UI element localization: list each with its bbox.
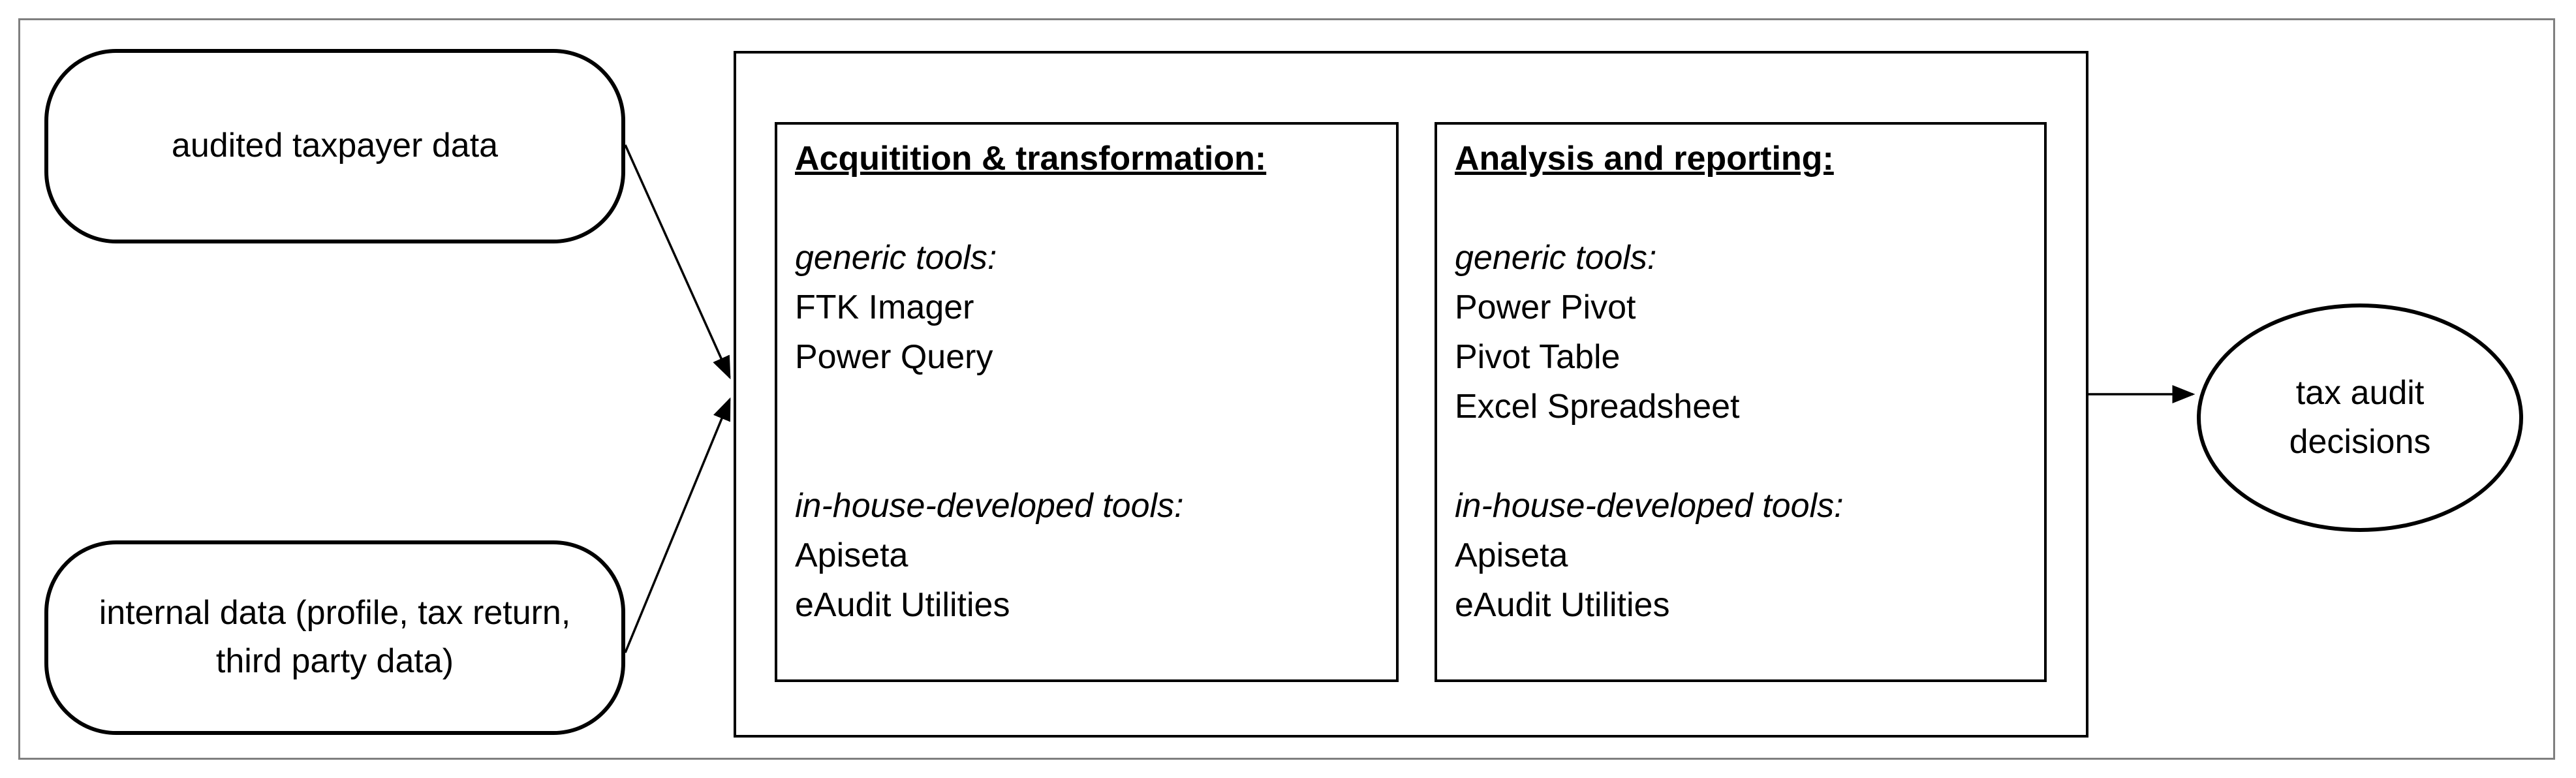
panel-acquisition-generic-label: generic tools: bbox=[795, 239, 997, 277]
panel-acquisition-text: Acquitition & transformation: generic to… bbox=[795, 134, 1266, 630]
panel-analysis-inhouse-label: in-house-developed tools: bbox=[1455, 487, 1844, 525]
input-audited-taxpayer-data-label: audited taxpayer data bbox=[171, 127, 499, 165]
tool-ftk-imager: FTK Imager bbox=[795, 288, 974, 326]
panel-acquisition-inhouse-label: in-house-developed tools: bbox=[795, 487, 1184, 525]
diagram-frame bbox=[18, 18, 2555, 760]
tool-pivot-table: Pivot Table bbox=[1455, 338, 1621, 376]
tool-eaudit-utilities: eAudit Utilities bbox=[795, 586, 1010, 624]
output-tax-audit-decisions-label: tax audit decisions bbox=[2289, 373, 2431, 461]
input-internal-data: internal data (profile, tax return, thir… bbox=[44, 540, 625, 735]
input-audited-taxpayer-data: audited taxpayer data bbox=[44, 49, 625, 243]
panel-analysis-text: Analysis and reporting: generic tools: P… bbox=[1455, 134, 1844, 630]
tool-excel-spreadsheet: Excel Spreadsheet bbox=[1455, 388, 1740, 426]
output-tax-audit-decisions: tax audit decisions bbox=[2197, 303, 2523, 532]
panel-acquisition bbox=[775, 122, 1399, 682]
panel-analysis bbox=[1435, 122, 2047, 682]
tool-apiseta: Apiseta bbox=[1455, 537, 1568, 574]
panel-analysis-heading: Analysis and reporting: bbox=[1455, 140, 1834, 178]
tool-power-pivot: Power Pivot bbox=[1455, 288, 1636, 326]
tool-eaudit-utilities: eAudit Utilities bbox=[1455, 586, 1670, 624]
panel-analysis-generic-label: generic tools: bbox=[1455, 239, 1657, 277]
arrow-internal-to-process bbox=[624, 397, 731, 653]
input-internal-data-label: internal data (profile, tax return, thir… bbox=[99, 594, 571, 680]
arrow-audited-to-process bbox=[624, 144, 731, 380]
tool-apiseta: Apiseta bbox=[795, 537, 908, 574]
panel-acquisition-heading: Acquitition & transformation: bbox=[795, 140, 1267, 178]
tool-power-query: Power Query bbox=[795, 338, 993, 376]
